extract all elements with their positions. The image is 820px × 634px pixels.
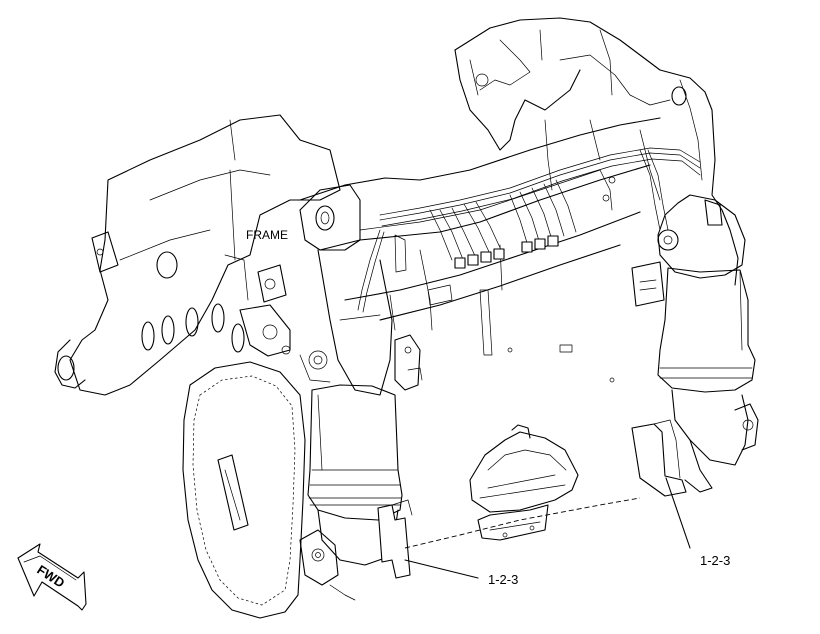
frame-cross-member bbox=[299, 117, 661, 396]
upper-arm-structure bbox=[454, 17, 746, 286]
flywheel-housing bbox=[182, 361, 306, 619]
callout-label-right: 1-2-3 bbox=[700, 553, 730, 568]
forward-arrow-icon bbox=[17, 543, 87, 611]
mid-bracket bbox=[394, 334, 423, 391]
callout-leader-bottom bbox=[404, 559, 479, 579]
right-air-spring bbox=[631, 261, 759, 497]
callout-leader-right bbox=[665, 477, 691, 549]
frame-outline-dashed bbox=[404, 497, 641, 549]
frame-label: FRAME bbox=[246, 228, 288, 242]
left-air-spring bbox=[299, 384, 413, 601]
wiring-harness bbox=[357, 147, 701, 383]
callout-label-bottom: 1-2-3 bbox=[488, 572, 518, 587]
engine-block bbox=[54, 114, 341, 396]
center-component bbox=[469, 424, 579, 541]
